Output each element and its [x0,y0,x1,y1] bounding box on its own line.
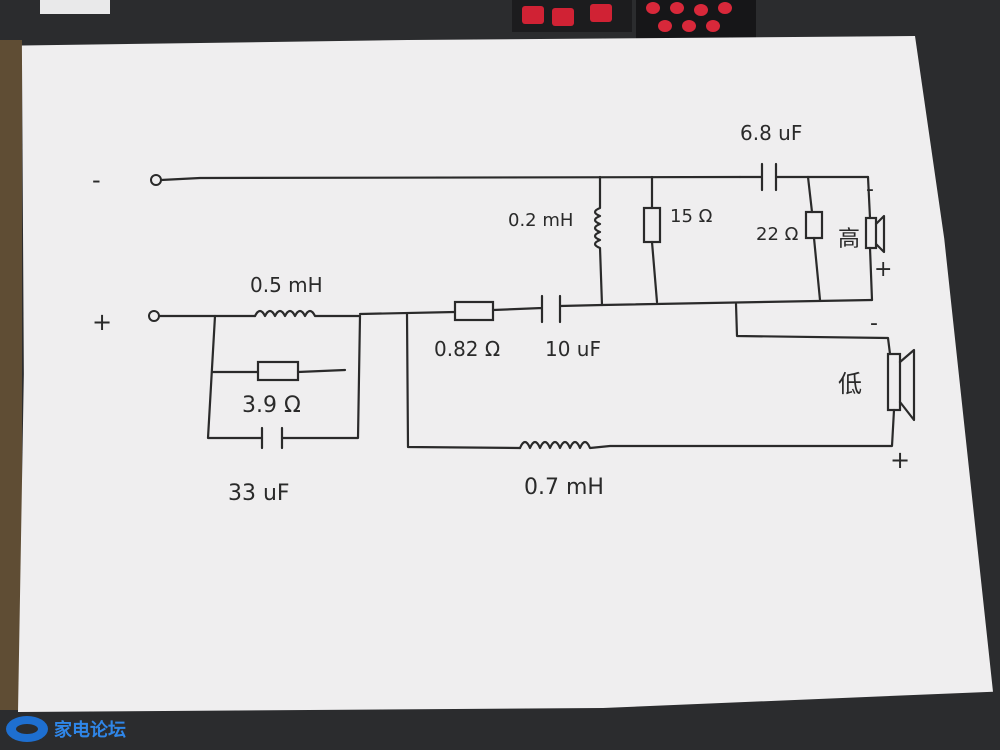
woofer-speaker-icon [886,352,902,412]
capacitor-6-8uf-label: 6.8 uF [740,121,802,145]
woofer-label: 低 [838,370,862,398]
resistor-22-label: 22 Ω [756,224,799,245]
woofer-cone-icon [898,348,916,422]
capacitor-10uf-symbol [491,294,874,324]
inductor-0-7mh-symbol [518,408,896,450]
red-dot [682,20,696,32]
inductor-0-5mh-label: 0.5 mH [250,273,323,297]
red-dot [706,20,720,32]
negative-rail-wire [159,175,742,182]
woofer-plus-label: + [890,446,910,474]
woofer-feed-wire [405,312,522,450]
red-dot [646,2,660,14]
tweeter-label: 高 [838,227,860,252]
input-negative-label: - [92,166,101,194]
red-dot [718,2,732,14]
tweeter-plus-label: + [874,257,892,282]
resistor-0-82-body [453,300,495,322]
resistor-15-label: 15 Ω [670,206,713,227]
tweeter-cone-icon [874,214,886,254]
resistor-22-body [804,210,824,240]
paper-sheet [18,36,993,712]
forum-logo-icon [6,716,48,742]
red-key [522,6,544,24]
forum-watermark-text: 家电论坛 [54,720,126,741]
tweeter-leads [866,175,874,302]
resistor-22-leads [806,175,822,302]
inductor-0-2mh-symbol [593,175,604,307]
resistor-0-82-label: 0.82 Ω [434,337,500,361]
tweeter-minus-label: - [866,177,874,202]
red-device-panel-left [512,0,632,32]
capacitor-10uf-label: 10 uF [545,337,601,361]
forum-watermark: 家电论坛 [6,712,126,746]
capacitor-6-8uf-symbol [738,162,870,192]
woofer-negative-wire [734,302,892,356]
woofer-minus-label: - [870,311,878,336]
red-key [590,4,612,22]
resistor-3-9-label: 3.9 Ω [242,393,301,418]
inductor-0-7mh-label: 0.7 mH [524,475,604,500]
capacitor-33uf-symbol [260,426,284,450]
resistor-3-9-leads [210,368,347,374]
red-key [552,8,574,26]
tweeter-speaker-icon [864,216,878,250]
input-negative-terminal [150,174,162,186]
midline-wire [358,310,457,316]
input-positive-label: + [92,308,112,336]
inductor-0-5mh-symbol [253,309,362,318]
resistor-15-leads [650,175,659,304]
inductor-0-2mh-label: 0.2 mH [508,210,573,231]
capacitor-33uf-label: 33 uF [228,481,290,506]
red-dot [658,20,672,32]
red-dot [694,4,708,16]
resistor-3-9-body [256,360,300,382]
corner-paper-scrap [40,0,110,14]
table-edge [0,40,22,710]
input-positive-terminal [148,310,160,322]
parallel-branch-frame [206,314,362,440]
red-device-panel-right [636,0,756,40]
resistor-15-body [642,206,662,244]
red-dot [670,2,684,14]
